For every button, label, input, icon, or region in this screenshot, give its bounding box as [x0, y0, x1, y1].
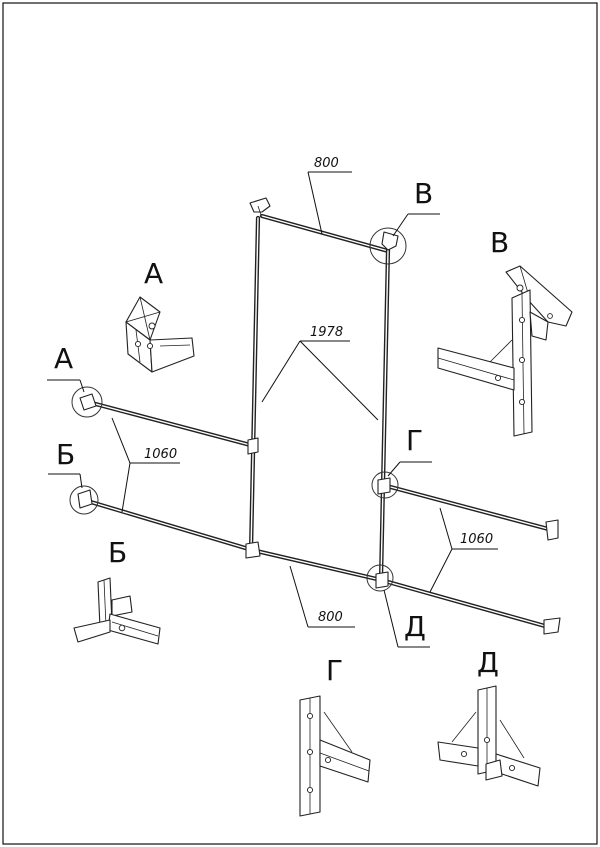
detail-title-v: В — [490, 226, 509, 259]
dim-left-depth: 1060 — [144, 447, 177, 462]
leaders — [47, 171, 498, 648]
callout-g: Г — [406, 424, 423, 457]
dim-height: 1978 — [310, 325, 343, 340]
detail-title-g: Г — [326, 654, 343, 687]
detail-title-b: Б — [108, 536, 127, 569]
dim-bottom-width: 800 — [318, 610, 343, 625]
callout-d: Д — [404, 610, 426, 643]
detail-view-v — [437, 265, 573, 437]
detail-circles — [69, 227, 407, 592]
main-frame — [77, 197, 561, 635]
callout-b: Б — [56, 438, 75, 471]
detail-title-d: Д — [477, 646, 499, 679]
detail-view-g — [299, 695, 371, 817]
callout-v: В — [414, 177, 433, 210]
detail-view-b — [73, 577, 161, 645]
callout-a: А — [54, 342, 73, 375]
detail-view-a — [125, 296, 195, 373]
dim-top-width: 800 — [314, 156, 339, 171]
detail-view-d — [437, 685, 541, 787]
dim-right-depth: 1060 — [460, 532, 493, 547]
detail-title-a: А — [144, 257, 163, 290]
